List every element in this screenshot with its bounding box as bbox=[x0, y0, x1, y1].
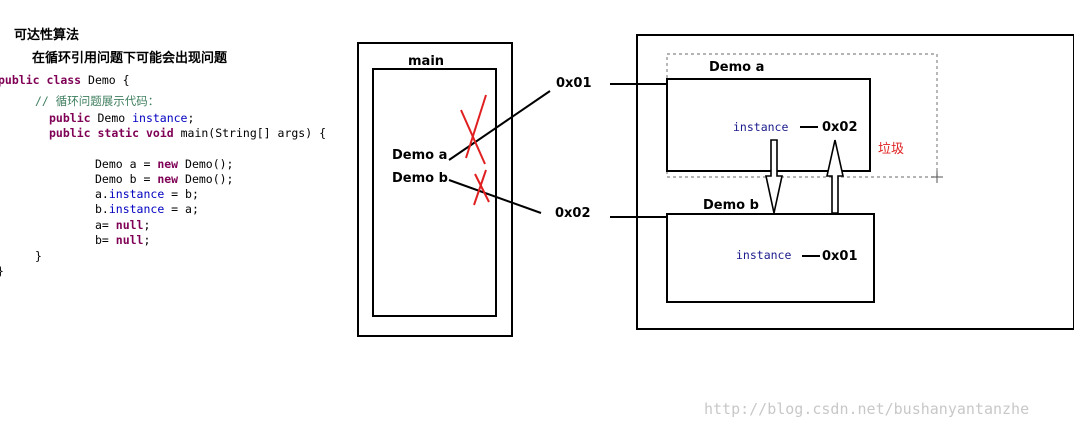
code-keyword: new bbox=[157, 172, 179, 186]
garbage-label: 垃圾 bbox=[878, 142, 905, 157]
stack-var-b: Demo b bbox=[392, 171, 448, 186]
code-keyword: public bbox=[0, 73, 40, 87]
cross-icon bbox=[473, 169, 490, 206]
code-field: instance bbox=[132, 111, 188, 125]
ref-line-a bbox=[448, 90, 551, 161]
address-label: 0x01 bbox=[556, 76, 592, 91]
code-line-12: } bbox=[0, 264, 4, 279]
code-keyword: new bbox=[157, 157, 179, 171]
code-line-11: } bbox=[35, 249, 42, 263]
code-text: main(String[] args) { bbox=[173, 126, 326, 140]
page-subtitle: 在循环引用问题下可能会出现问题 bbox=[32, 51, 228, 66]
object-a-label: Demo a bbox=[709, 60, 765, 75]
code-text: = a; bbox=[164, 202, 199, 216]
code-keyword: null bbox=[115, 218, 144, 232]
object-b-label: Demo b bbox=[703, 198, 759, 213]
object-b-field: instance bbox=[736, 248, 792, 262]
ref-line-b bbox=[448, 179, 542, 214]
code-line-3: public Demo instance; bbox=[49, 111, 194, 126]
code-text: Demo(); bbox=[178, 157, 234, 171]
arrow-down-icon bbox=[765, 139, 783, 214]
main-frame-label: main bbox=[408, 54, 445, 69]
code-text: a= bbox=[95, 218, 116, 232]
arrow-up-icon bbox=[826, 139, 844, 214]
code-keyword: void bbox=[145, 126, 174, 140]
page-title: 可达性算法 bbox=[14, 28, 80, 43]
garbage-region bbox=[666, 53, 938, 178]
code-line-10: b= null; bbox=[95, 233, 150, 248]
code-text: b= bbox=[95, 233, 116, 247]
code-line-2-comment: // 循环问题展示代码： bbox=[35, 94, 160, 108]
code-text: Demo a = bbox=[95, 157, 158, 171]
code-text: = b; bbox=[164, 187, 199, 201]
object-b-field-ref: 0x01 bbox=[822, 249, 858, 264]
object-a-box bbox=[666, 78, 871, 172]
code-text: ; bbox=[143, 233, 151, 247]
code-line-6: Demo b = new Demo(); bbox=[95, 172, 233, 187]
code-keyword: public bbox=[49, 126, 91, 140]
code-line-8: b.instance = a; bbox=[95, 202, 199, 217]
address-label: 0x02 bbox=[555, 206, 591, 221]
code-line-5: Demo a = new Demo(); bbox=[95, 157, 233, 172]
object-a-field-ref: 0x02 bbox=[822, 120, 858, 135]
code-field: instance bbox=[108, 187, 165, 201]
heap-box bbox=[636, 34, 1074, 330]
code-field: instance bbox=[108, 202, 165, 216]
code-line-7: a.instance = b; bbox=[95, 187, 199, 202]
stack-var-a: Demo a bbox=[392, 148, 448, 163]
code-text: Demo(); bbox=[178, 172, 234, 186]
code-text: Demo b = bbox=[95, 172, 158, 186]
code-line-1: public class Demo { bbox=[0, 73, 130, 88]
code-keyword: public bbox=[49, 111, 91, 125]
code-keyword: class bbox=[46, 73, 82, 87]
main-frame-box bbox=[372, 68, 497, 317]
crosshair-icon bbox=[931, 171, 943, 183]
code-text: Demo { bbox=[81, 73, 130, 87]
code-text: ; bbox=[143, 218, 151, 232]
code-text: Demo bbox=[90, 111, 133, 125]
cross-icon bbox=[460, 94, 487, 165]
code-keyword: null bbox=[115, 233, 144, 247]
code-text: b. bbox=[95, 202, 109, 216]
object-a-field: instance bbox=[733, 120, 789, 134]
code-text: ; bbox=[187, 111, 195, 125]
code-line-9: a= null; bbox=[95, 218, 150, 233]
code-keyword: static bbox=[97, 126, 140, 140]
code-line-4: public static void main(String[] args) { bbox=[49, 126, 326, 141]
object-b-box bbox=[666, 213, 875, 303]
code-text: a. bbox=[95, 187, 109, 201]
watermark: http://blog.csdn.net/bushanyantanzhe bbox=[704, 400, 1030, 418]
stack-outer-box bbox=[357, 42, 513, 337]
